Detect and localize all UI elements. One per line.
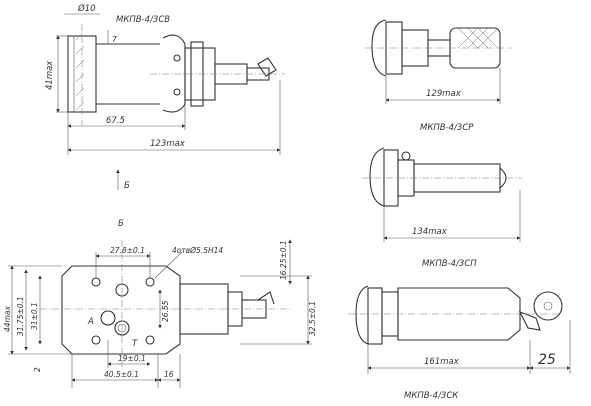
port-t-label: Т (132, 339, 138, 349)
height-total-label: 44max (3, 306, 12, 332)
view-arrow-label: Б (124, 181, 130, 191)
sp-length-label: 134max (412, 227, 448, 237)
model-svb-label: МКПВ-4/3СВ (116, 15, 170, 25)
dim-a-label: 31.75±0.1 (16, 296, 25, 336)
offset-left-label: 40.5±0.1 (104, 370, 139, 379)
dim-b-label: 31±0.1 (30, 302, 39, 330)
spacing-x-label: 27.8±0.1 (110, 246, 145, 255)
width-right-label: 16 (164, 370, 174, 379)
height-label: 41max (45, 60, 55, 90)
length-total-label: 123max (150, 139, 186, 149)
sk-model-label: МКПВ-4/3СК (404, 391, 459, 401)
right-view-sk: 161max 25 МКПВ-4/3СК (348, 285, 571, 401)
offset-top-label: 16.25±0.1 (279, 240, 288, 280)
sk-length-label: 161max (424, 357, 460, 367)
offset-label: 7 (112, 35, 117, 44)
sk-extra-label: 25 (538, 352, 556, 368)
sp-model-label: МКПВ-4/3СП (422, 259, 477, 269)
top-left-view: Ø10 МКПВ-4/3СВ 41max 7 67.5 123max Б (45, 3, 285, 191)
section-view: Б (3, 219, 317, 388)
diameter-label: Ø10 (77, 3, 96, 14)
inner-label: 26.55 (161, 300, 170, 322)
port-a-label: А (87, 317, 94, 327)
sr-model-label: МКПВ-4/3СР (420, 123, 474, 133)
sr-length-label: 129max (426, 89, 462, 99)
small-dim-label: 2 (33, 367, 42, 372)
right-view-sp: 134max МКПВ-4/3СП (362, 147, 522, 269)
holes-label: 4отвØ5.5Н14 (172, 246, 223, 255)
right-view-sr: 129max МКПВ-4/3СР (365, 19, 512, 133)
section-title: Б (118, 219, 124, 229)
length-mid-label: 67.5 (106, 116, 125, 126)
dim-c-label: 32.5±0.1 (308, 301, 317, 336)
spacing-bottom-label: 19±0.1 (118, 354, 146, 363)
